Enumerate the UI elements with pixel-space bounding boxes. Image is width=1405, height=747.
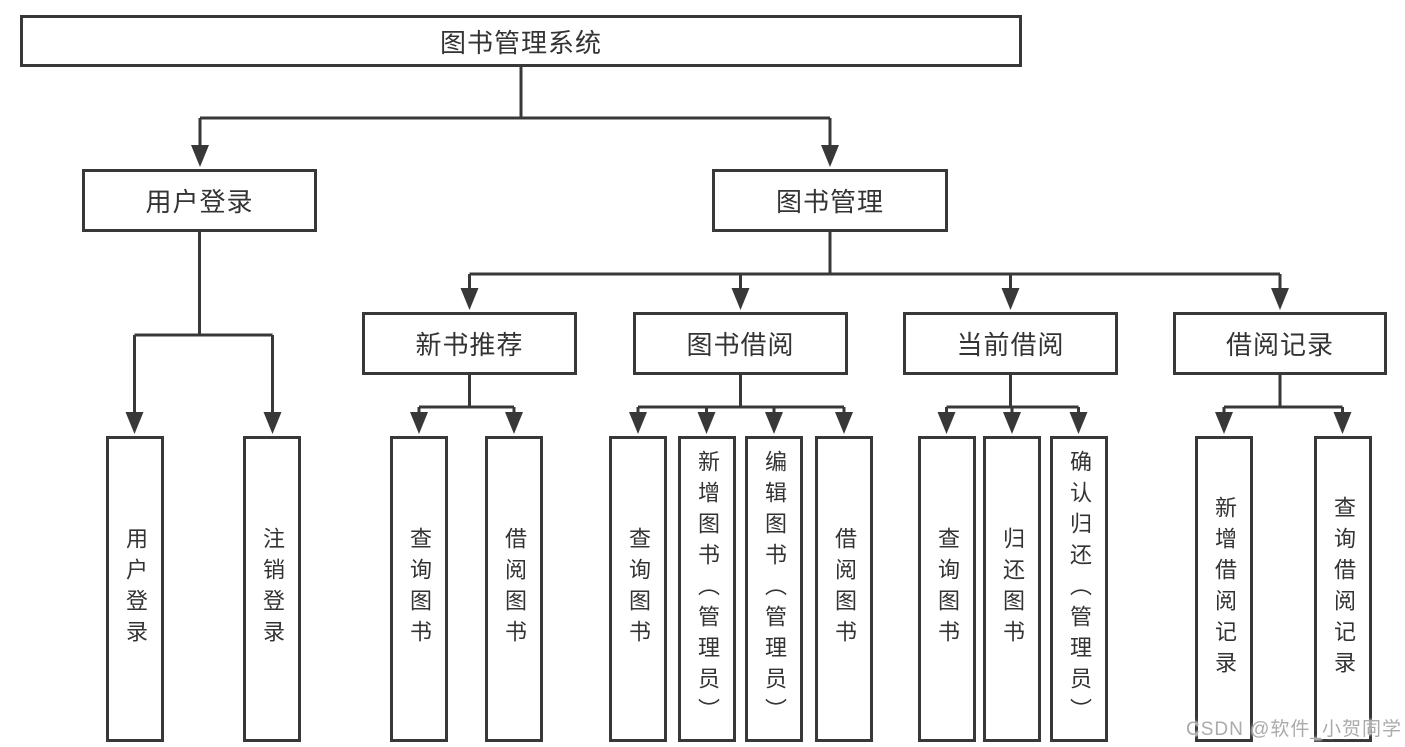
leaf-return-books: 归还图书 [983,436,1041,742]
leaf-label: 新增借阅记录 [1212,496,1237,682]
leaf-borrow-books-1: 借阅图书 [485,436,543,742]
leaf-logout: 注销登录 [243,436,301,742]
leaf-label: 新增图书（管理员） [695,449,720,729]
node-label: 当前借阅 [956,330,1065,360]
node-user-login: 用户登录 [82,169,317,232]
leaf-add-books-admin: 新增图书（管理员） [678,436,736,742]
leaf-label: 用户登录 [123,527,148,651]
leaf-label: 借阅图书 [832,527,857,651]
node-label: 图书借阅 [686,330,795,360]
csdn-watermark: CSDN @软件_小贺同学 [1186,719,1402,740]
node-label: 新书推荐 [415,330,524,360]
node-label: 图书管理系统 [439,27,602,58]
leaf-edit-books-admin: 编辑图书（管理员） [745,436,803,742]
leaf-query-books-1: 查询图书 [390,436,448,742]
node-book-borrowing: 图书借阅 [633,312,848,375]
leaf-label: 借阅图书 [502,527,527,651]
node-new-book-recommend: 新书推荐 [362,312,577,375]
leaf-borrow-books-2: 借阅图书 [815,436,873,742]
node-current-borrowing: 当前借阅 [903,312,1118,375]
leaf-label: 查询借阅记录 [1331,496,1356,682]
node-label: 借阅记录 [1225,330,1334,360]
leaf-label: 查询图书 [626,527,651,651]
node-root-library-system: 图书管理系统 [20,15,1022,67]
leaf-label: 查询图书 [935,527,960,651]
node-label: 图书管理 [775,187,884,217]
leaf-query-books-3: 查询图书 [918,436,976,742]
leaf-label: 编辑图书（管理员） [762,449,787,729]
leaf-user-login: 用户登录 [106,436,164,742]
leaf-label: 注销登录 [260,527,285,651]
node-borrowing-records: 借阅记录 [1173,312,1387,375]
node-label: 用户登录 [145,187,254,217]
leaf-label: 归还图书 [1000,527,1025,651]
leaf-label: 查询图书 [407,527,432,651]
leaf-confirm-return-admin: 确认归还（管理员） [1050,436,1108,742]
node-book-management: 图书管理 [712,169,948,232]
leaf-query-books-2: 查询图书 [609,436,667,742]
leaf-add-borrow-record: 新增借阅记录 [1195,436,1253,742]
leaf-label: 确认归还（管理员） [1067,449,1092,729]
leaf-query-borrow-record: 查询借阅记录 [1314,436,1372,742]
